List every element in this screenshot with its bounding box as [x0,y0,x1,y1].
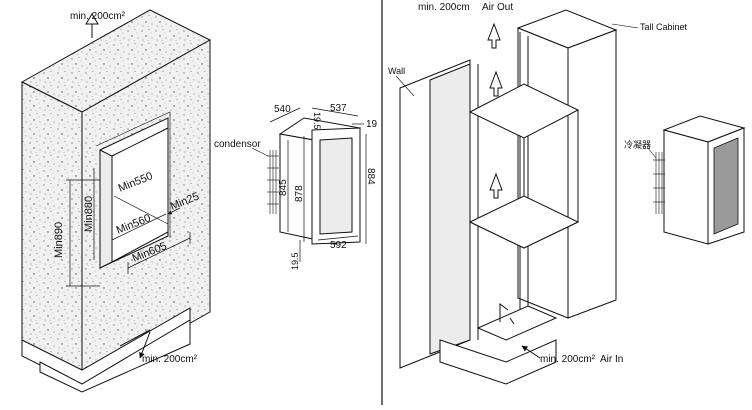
dim-845: 845 [278,179,289,196]
middle-panel: condensor 540 537 19.5 19 845 878 884 59… [214,103,378,270]
top-vent-label-right: min. 200cm [418,2,470,13]
dim-19: 19 [366,119,378,130]
base-top [476,305,558,341]
air-in-label: Air In [600,354,623,365]
condensor-coil [267,150,279,214]
top-vent-label: min. 200cm² [70,11,126,22]
left-panel: Min890 Min880 Min550 Min560 Min25 Min605… [20,9,212,393]
dim-19-5-top: 19.5 [312,112,322,130]
appliance-glass [319,137,353,235]
dim-line-560 [111,213,167,241]
dim-537: 537 [330,103,347,114]
condenser-coil-right [653,152,665,214]
air-out-arrow [487,22,501,49]
bottom-vent-label: min. 200cm² [142,354,198,365]
middle-shelf [468,195,580,249]
condenser-cn-label: 冷凝器 [624,139,651,150]
air-in-arrow [521,345,541,359]
condensor-label: condensor [214,139,261,150]
wall-label: Wall [388,66,405,76]
dim-line-605 [127,237,191,269]
dim-884: 884 [365,168,376,185]
dim-592: 592 [330,240,347,251]
dim-878: 878 [294,185,305,202]
dim-19-5-bottom: 19.5 [290,252,300,270]
right-panel: Wall Tall Cabinet min. 200cm Air Out min [388,2,746,385]
niche-inner-side [99,149,113,269]
air-arrow-middle [489,172,503,199]
bottom-vent-arrow [139,331,151,359]
dim-min890: Min890 [53,222,65,258]
cabinet-side [517,27,569,319]
dim-line-550 [113,195,169,225]
dim-540: 540 [274,104,291,115]
appliance-small-side [663,129,709,245]
air-arrow-bottom [499,303,509,322]
plinth-lower [39,319,191,393]
air-out-label: Air Out [482,2,513,13]
cabinet-front [567,29,617,319]
dim-min880: Min880 [83,196,95,232]
base-front [439,339,557,385]
air-arrow-upper [489,70,503,97]
appliance-small-glass [713,137,739,235]
bottom-vent-label-right: min. 200cm² [540,354,596,365]
dim-line-25 [167,207,181,215]
tall-cabinet-label: Tall Cabinet [640,22,688,32]
wall-side-face [21,81,83,381]
